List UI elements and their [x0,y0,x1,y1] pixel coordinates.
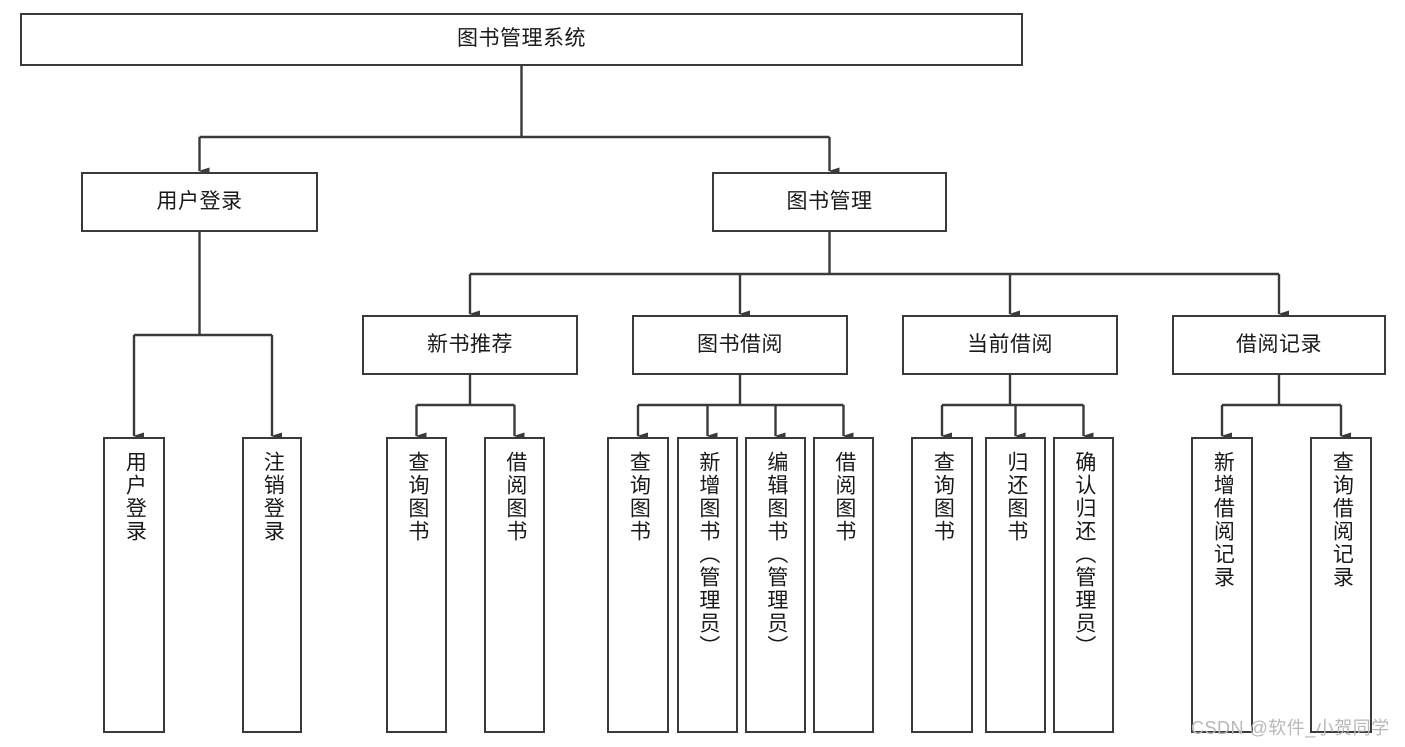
node-label-user-login: 用户登录 [156,189,243,213]
node-label-new-book-recommend: 新书推荐 [427,332,513,356]
node-leaf-logout[interactable]: 注销登录 [242,437,302,733]
node-leaf-query-borrow-record[interactable]: 查询借阅记录 [1310,437,1372,733]
node-current-borrow[interactable]: 当前借阅 [902,315,1118,375]
node-user-login[interactable]: 用户登录 [81,172,318,232]
node-label-leaf-borrow-book: 借阅图书 [832,451,856,543]
node-leaf-borrow-book[interactable]: 借阅图书 [813,437,874,733]
node-leaf-edit-book-admin[interactable]: 编辑图书（管理员） [745,437,806,733]
node-label-leaf-query-book-rec: 查询图书 [405,451,429,543]
node-label-borrow-record: 借阅记录 [1236,332,1322,356]
node-leaf-query-book-rec[interactable]: 查询图书 [386,437,447,733]
node-leaf-query-book-borrow[interactable]: 查询图书 [607,437,669,733]
node-label-leaf-query-book-borrow: 查询图书 [627,451,651,543]
node-label-book-borrow: 图书借阅 [697,332,783,356]
edge-group [132,66,1351,440]
node-label-book-manage: 图书管理 [786,189,873,213]
node-label-leaf-add-borrow-record: 新增借阅记录 [1211,451,1235,589]
node-leaf-add-borrow-record[interactable]: 新增借阅记录 [1191,437,1253,733]
node-label-root: 图书管理系统 [457,27,586,51]
node-leaf-return-book[interactable]: 归还图书 [985,437,1046,733]
node-book-borrow[interactable]: 图书借阅 [632,315,848,375]
node-new-book-recommend[interactable]: 新书推荐 [362,315,578,375]
node-book-manage[interactable]: 图书管理 [712,172,947,232]
node-leaf-query-book-current[interactable]: 查询图书 [911,437,973,733]
node-label-leaf-confirm-return-admin: 确认归还（管理员） [1072,451,1096,658]
node-label-current-borrow: 当前借阅 [967,332,1053,356]
node-leaf-borrow-book-rec[interactable]: 借阅图书 [484,437,545,733]
node-label-leaf-user-login: 用户登录 [123,451,147,543]
node-label-leaf-query-book-current: 查询图书 [931,451,955,543]
node-leaf-add-book-admin[interactable]: 新增图书（管理员） [677,437,738,733]
node-borrow-record[interactable]: 借阅记录 [1172,315,1386,375]
node-label-leaf-add-book-admin: 新增图书（管理员） [696,451,720,658]
node-leaf-user-login[interactable]: 用户登录 [103,437,165,733]
node-label-leaf-query-borrow-record: 查询借阅记录 [1330,451,1354,589]
node-root[interactable]: 图书管理系统 [20,13,1023,66]
node-label-leaf-edit-book-admin: 编辑图书（管理员） [764,451,788,658]
node-leaf-confirm-return-admin[interactable]: 确认归还（管理员） [1053,437,1114,733]
node-label-leaf-return-book: 归还图书 [1004,451,1028,543]
node-label-leaf-borrow-book-rec: 借阅图书 [503,451,527,543]
node-label-leaf-logout: 注销登录 [261,451,285,543]
